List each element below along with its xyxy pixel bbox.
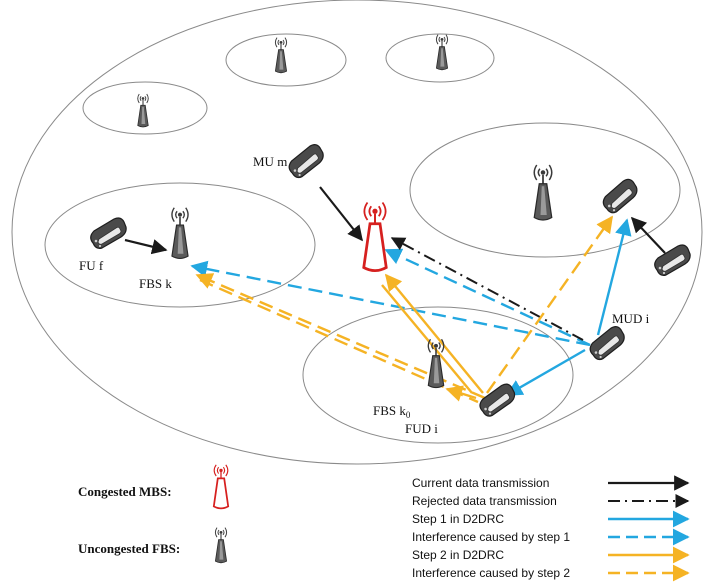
external-user-phone-icon — [654, 244, 691, 277]
key-uncongested-fbs: Uncongested FBS: — [78, 541, 180, 556]
label-fud-i: FUD i — [405, 421, 438, 436]
step1-interference-mud-to-mbs — [384, 248, 591, 347]
step2-mbs-to-fbs-k0 — [381, 284, 473, 394]
label-fbs-k: FBS k — [139, 276, 172, 291]
label-fbs-k0: FBS k0 — [373, 403, 411, 420]
legend: Current data transmission Rejected data … — [412, 475, 690, 582]
legend-label-step1: Step 1 in D2DRC — [412, 512, 504, 526]
congested-mbs-tower-icon — [362, 201, 388, 272]
step1-mud-to-fud — [505, 348, 586, 397]
key-congested-mbs: Congested MBS: — [78, 484, 172, 499]
links — [124, 186, 666, 404]
legend-label-step2: Step 2 in D2DRC — [412, 548, 504, 562]
fbs-tower-top-right-icon — [435, 34, 449, 71]
fbs-tower-top-center-icon — [274, 37, 288, 74]
label-fbs-k0-main: FBS k — [373, 403, 406, 418]
step2-interference-fud-to-right-cell — [486, 215, 613, 394]
right-cell-ue-phone-icon — [599, 177, 641, 215]
fud-i-phone-icon — [477, 382, 517, 418]
current-fu-to-fbs-k — [124, 238, 168, 255]
current-user-to-right-cell — [630, 216, 666, 254]
femto-cell-right — [409, 122, 681, 258]
mud-i-phone-icon — [586, 325, 628, 362]
label-fbs-k0-sub: 0 — [406, 410, 411, 420]
legend-label-step2-interference: Interference caused by step 2 — [412, 566, 570, 580]
step2-fud-to-mbs — [384, 273, 484, 394]
key-uncongested-fbs-tower-icon — [214, 527, 228, 564]
macro-cell-boundary — [11, 0, 703, 465]
fbs-tower-right-cell-icon — [533, 164, 553, 221]
label-mu-m: MU m — [253, 154, 287, 169]
femto-cell-top-right — [385, 33, 495, 83]
fu-f-phone-icon — [90, 217, 127, 250]
label-mud-i: MUD i — [612, 311, 650, 326]
femto-cell-top-center — [225, 33, 347, 87]
fbs-tower-top-left-icon — [137, 93, 149, 128]
legend-label-current: Current data transmission — [412, 476, 549, 490]
step1-mud-to-right-cell — [596, 218, 632, 336]
femto-cell-fbs-k — [44, 182, 316, 308]
step2-fud-to-fbs-k0 — [445, 385, 477, 402]
current-mu-to-mbs — [319, 186, 363, 242]
step1-interference-mud-to-fbs-k — [190, 260, 591, 347]
label-fu-f: FU f — [79, 258, 104, 273]
rejected-transmission-mud-to-mbs — [390, 237, 584, 341]
femto-cell-fbs-k0 — [302, 306, 574, 444]
femto-cell-top-left — [82, 81, 208, 135]
legend-label-rejected: Rejected data transmission — [412, 494, 557, 508]
fbs-k-tower-icon — [171, 206, 189, 260]
key-congested-mbs-tower-icon — [212, 463, 230, 510]
mu-m-phone-icon — [285, 143, 327, 180]
legend-label-step1-interference: Interference caused by step 1 — [412, 530, 570, 544]
fbs-k0-tower-icon — [427, 338, 445, 389]
